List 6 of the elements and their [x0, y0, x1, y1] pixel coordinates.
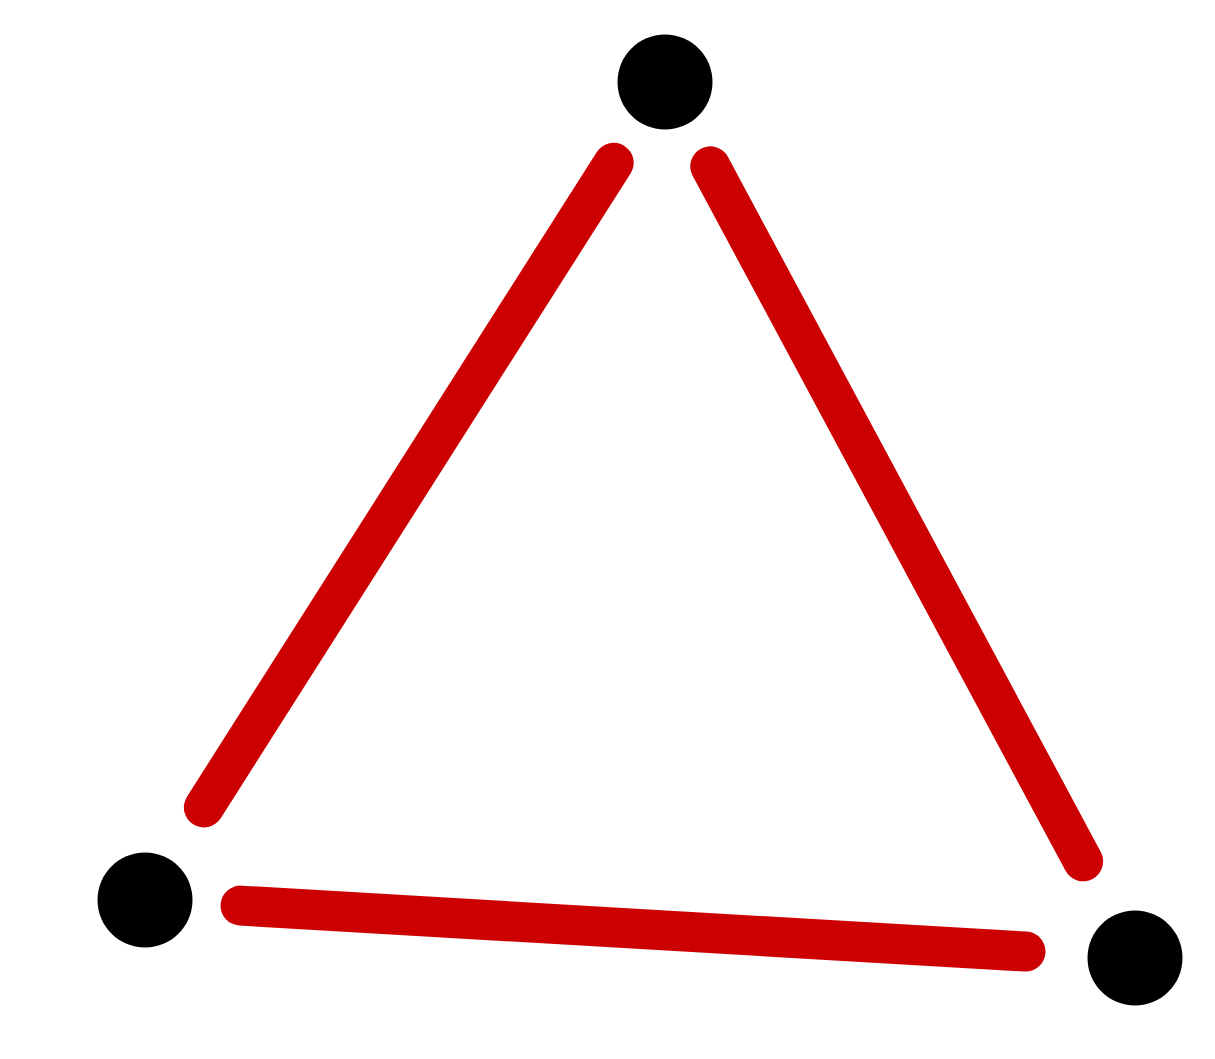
dot — [617, 34, 713, 130]
dot — [97, 852, 193, 948]
dot — [1087, 910, 1183, 1006]
line — [220, 885, 1046, 972]
line — [183, 142, 634, 828]
line — [690, 146, 1104, 882]
